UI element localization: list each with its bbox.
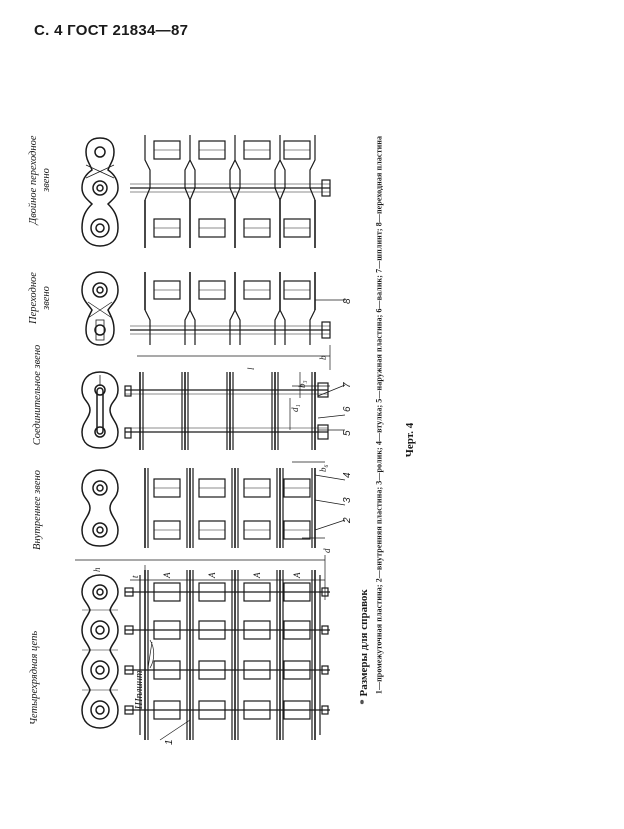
- dim-d1: d₁: [290, 404, 300, 412]
- part-number-7: 7: [342, 382, 353, 388]
- dim-d: d: [322, 548, 332, 553]
- four-row-rollers: [153, 582, 311, 720]
- part-number-2: 2: [342, 517, 353, 524]
- connecting-link-elevation: [124, 372, 329, 450]
- part-number-6: 6: [342, 406, 353, 412]
- inner-link-plate-view: [81, 469, 119, 547]
- dim-A-4: A: [292, 572, 302, 579]
- part-number-4: 4: [342, 472, 353, 478]
- transition-link-rollers: [153, 280, 311, 300]
- transition-link-elevation: [130, 272, 331, 345]
- double-transition-link-plate-view: [81, 137, 119, 247]
- double-transition-link-elevation: [130, 135, 331, 248]
- dim-A-1: A: [162, 572, 172, 579]
- part-number-5: 5: [342, 430, 353, 436]
- page-header: С. 4 ГОСТ 21834—87: [34, 22, 189, 39]
- dim-b6: b₆: [318, 464, 328, 472]
- double-transition-link-rollers: [153, 140, 311, 238]
- dim-t: t: [130, 575, 140, 578]
- connecting-link-plate-view: [81, 371, 119, 449]
- dim-l: l: [246, 367, 256, 370]
- dim-A-2: A: [207, 572, 217, 579]
- part-number-1: 1: [164, 739, 175, 745]
- dim-b: b: [318, 355, 328, 360]
- dim-b3: b₃: [297, 380, 307, 388]
- inner-link-rollers: [153, 478, 311, 540]
- part-number-3: 3: [342, 497, 353, 503]
- inner-link-elevation: [144, 468, 316, 548]
- four-row-elevation: [124, 570, 330, 740]
- transition-link-plate-view: [81, 271, 119, 346]
- leader-1: [159, 719, 191, 741]
- four-row-plate-view: [81, 574, 119, 729]
- dim-A-3: A: [252, 572, 262, 579]
- dim-h: h: [92, 567, 102, 572]
- part-number-8: 8: [342, 298, 353, 304]
